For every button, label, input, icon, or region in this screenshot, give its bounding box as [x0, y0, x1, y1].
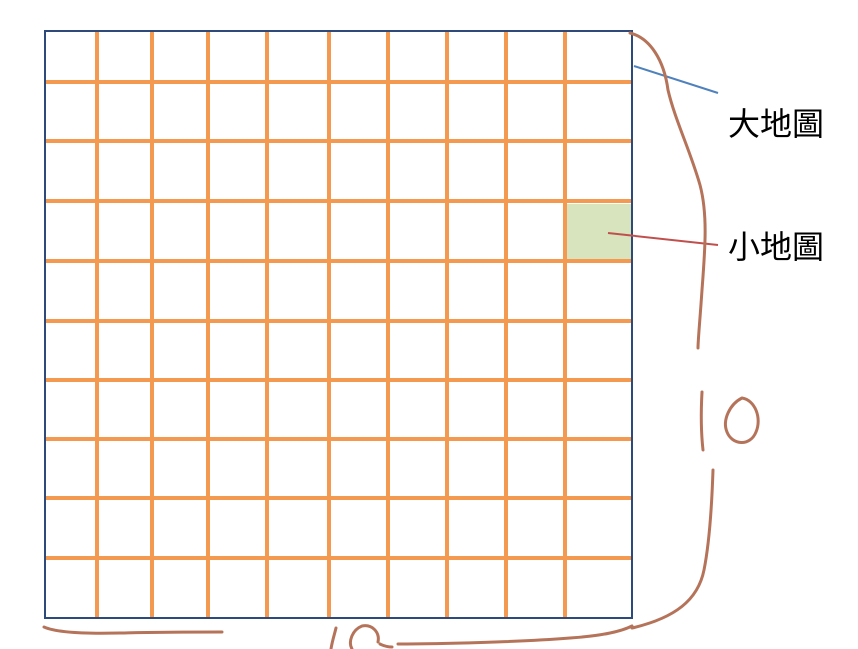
handwritten-zero-bottom	[348, 624, 380, 649]
small-map-leader-line	[607, 232, 719, 246]
bottom-brace-left-stroke	[42, 625, 224, 635]
small-map-cell	[565, 204, 632, 261]
small-map-label: 小地圖	[728, 228, 824, 266]
right-brace-lower-stroke	[630, 468, 715, 630]
bottom-brace-right-stroke	[396, 624, 634, 646]
grid-horizontal-lines	[45, 80, 632, 560]
handwritten-mark-bottom	[378, 642, 394, 649]
big-map-frame	[44, 30, 633, 619]
big-map-leader-line	[633, 65, 719, 94]
big-map-label: 大地圖	[728, 105, 824, 143]
right-brace-stroke	[628, 31, 707, 350]
handwritten-one-bottom	[329, 626, 338, 649]
handwritten-zero-right	[724, 396, 760, 444]
handwritten-annotation	[42, 31, 760, 649]
grid-vertical-lines	[95, 31, 567, 618]
handwritten-one-right	[699, 390, 705, 452]
